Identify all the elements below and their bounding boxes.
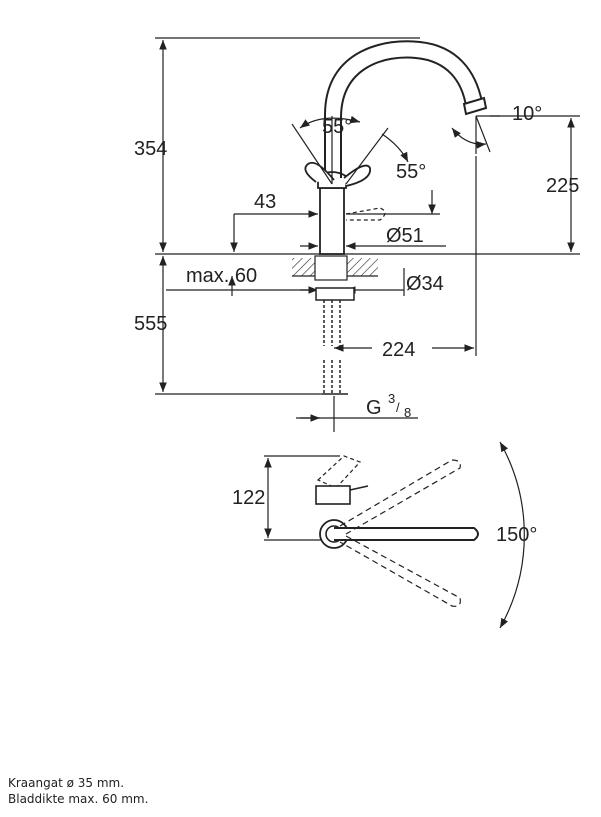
note-counter-thickness: Bladdikte max. 60 mm. [8,792,149,806]
hose-upper [323,300,341,346]
label-10: 10° [512,103,542,125]
label-225: 225 [546,175,579,197]
spout-inner [340,56,467,178]
note-hole-diameter: Kraangat ø 35 mm. [8,776,125,790]
label-555: 555 [134,313,167,335]
top-spout-dashed-down [339,535,461,607]
top-spout [334,527,479,541]
label-thread: G 3 / 8 [366,391,411,420]
top-head [315,485,351,505]
faucet-body [319,187,345,255]
installation-notes: Kraangat ø 35 mm. Bladdikte max. 60 mm. [8,775,148,807]
label-43: 43 [254,191,276,213]
label-d51: Ø51 [386,225,424,247]
mounting-nut [315,287,355,301]
label-thread-slash: / [396,400,400,415]
arc-150 [499,441,525,629]
lever-dashed [345,207,386,221]
label-55-rear: 55° [322,116,352,138]
label-thread-num: 3 [388,391,395,406]
label-thread-g: G [366,397,382,419]
spout-outer [324,40,483,178]
top-view [264,441,525,629]
top-spout-dashed-up [339,459,461,535]
label-150: 150° [496,524,537,546]
label-thread-den: 8 [404,405,411,420]
side-view [155,37,580,432]
spout-tip [462,96,488,116]
label-122: 122 [232,487,265,509]
label-354: 354 [134,138,167,160]
lever-front [343,164,371,187]
label-max60: max. 60 [186,265,257,287]
hose-lower [323,360,341,394]
label-d34: Ø34 [406,273,444,295]
label-224: 224 [382,339,415,361]
label-55-front: 55° [396,161,426,183]
